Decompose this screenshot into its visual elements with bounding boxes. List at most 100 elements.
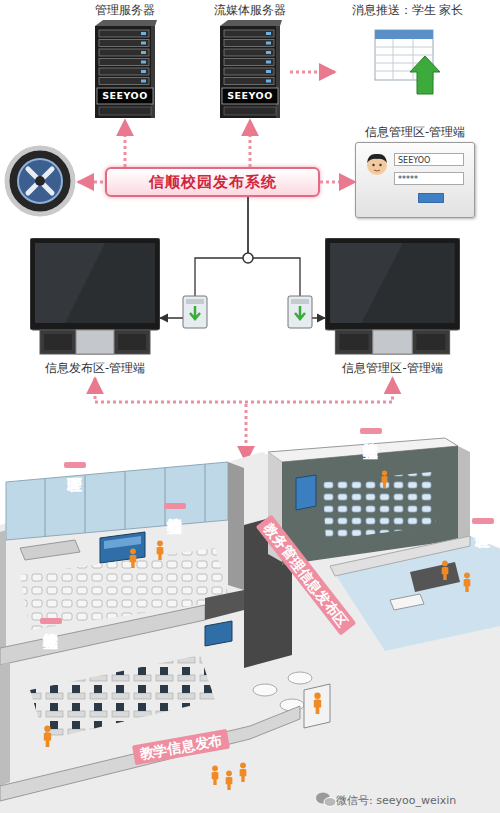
- dotted-arrow: [245, 404, 248, 462]
- floor-plan: [464, 572, 471, 592]
- area-tag: 教室终端: [360, 428, 382, 434]
- display-monitor: [335, 330, 449, 354]
- dotted-arrow: [78, 181, 103, 184]
- server-illustration: [266, 80, 271, 83]
- floor-plan: [212, 765, 219, 785]
- settings-gear: [7, 148, 73, 214]
- server-illustration: [141, 51, 146, 54]
- settings-gear: [35, 176, 45, 186]
- user-avatar: [372, 164, 374, 166]
- floor-plan: [205, 621, 232, 646]
- system-title: 信顺校园发布系统: [107, 169, 318, 195]
- server-illustration: [141, 70, 146, 73]
- junction-dot: [243, 253, 253, 263]
- storage-disk: [190, 306, 200, 319]
- login-button: [418, 193, 444, 203]
- user-avatar: [364, 151, 390, 177]
- server-illustration: [210, 20, 290, 120]
- server-illustration: [99, 30, 149, 37]
- display-monitor: [35, 243, 105, 323]
- floor-plan: [410, 562, 460, 592]
- floor-plan: [100, 532, 145, 563]
- storage-disk: [288, 296, 312, 328]
- floor-plan: [6, 462, 228, 540]
- floor-plan: [322, 472, 436, 540]
- server-node: 管理服务器SEEYOO: [85, 2, 165, 120]
- storage-disk: [288, 296, 312, 328]
- server-illustration: [224, 107, 276, 115]
- dotted-connector: [249, 120, 252, 167]
- server-label: 流媒体服务器: [198, 2, 302, 18]
- server-node: 流媒体服务器SEEYOO: [210, 2, 290, 120]
- server-illustration: [141, 42, 146, 45]
- server-illustration: [99, 78, 149, 85]
- floor-plan: [0, 605, 205, 665]
- area-tag-text: 教学信息发布: [138, 732, 224, 762]
- floor-plan: [390, 594, 424, 610]
- display-monitor: [325, 238, 460, 358]
- display-monitor: [40, 330, 150, 354]
- area-tag: 管理区: [64, 462, 86, 468]
- user-avatar: [379, 164, 381, 166]
- wechat-icon: [324, 798, 336, 807]
- storage-disk: [186, 299, 204, 304]
- monitor-label: 信息发布区-管理端: [18, 360, 172, 376]
- server-illustration: [222, 88, 278, 104]
- storage-disk: [295, 306, 305, 319]
- spreadsheet-icon: [373, 26, 443, 96]
- floor-plan: [30, 655, 215, 740]
- floor-plan: [442, 560, 449, 580]
- server-illustration: [220, 20, 282, 26]
- floor-plan: [458, 446, 470, 546]
- server-label: 管理服务器: [73, 2, 177, 18]
- display-monitor: [44, 334, 72, 350]
- brand-plate: SEEYOO: [222, 88, 278, 104]
- floor-plan: [205, 590, 244, 620]
- spreadsheet-icon: [410, 56, 440, 94]
- floor-plan: [20, 540, 80, 560]
- floor-plan: [0, 438, 500, 813]
- brand-plate: SEEYOO: [97, 88, 153, 104]
- floor-plan: [226, 770, 233, 790]
- floor-plan: [0, 662, 10, 786]
- floor-plan: [0, 530, 6, 652]
- floor-plan: [296, 475, 316, 510]
- area-tag: 管理区: [472, 518, 494, 524]
- area-tag: 教学信息发布: [132, 729, 230, 765]
- server-illustration: [224, 40, 274, 47]
- floor-plan: [157, 540, 164, 560]
- floor-plan: [304, 684, 330, 728]
- floor-plan: [44, 725, 51, 747]
- server-illustration: [224, 59, 274, 66]
- floor-plan: [130, 548, 137, 568]
- spreadsheet-icon: [375, 30, 433, 39]
- server-illustration: [141, 80, 146, 83]
- server-illustration: [224, 78, 274, 85]
- display-monitor: [330, 243, 403, 323]
- server-illustration: [97, 88, 153, 104]
- display-monitor: [325, 238, 460, 330]
- server-illustration: [99, 107, 151, 115]
- login-label: 信息管理区-管理端: [343, 124, 487, 140]
- display-monitor: [30, 238, 160, 330]
- server-illustration: [99, 40, 149, 47]
- storage-disk: [291, 299, 309, 304]
- floor-plan: [240, 762, 247, 782]
- display-monitor: [416, 334, 445, 350]
- floor-plan: [330, 536, 500, 651]
- floor-plan: [104, 536, 141, 549]
- floor-plan: [382, 470, 388, 488]
- server-illustration: [95, 20, 157, 26]
- login-window: SEEYOO*****: [355, 142, 475, 218]
- dotted-connector: [124, 120, 127, 167]
- display-monitor: [76, 330, 114, 354]
- floor-plan: [288, 672, 312, 684]
- server-illustration: [224, 30, 274, 37]
- server-illustration: [85, 20, 165, 120]
- username-field: SEEYOO: [394, 153, 464, 166]
- login-button: [418, 193, 444, 203]
- settings-gear: [18, 159, 62, 203]
- server-illustration: [224, 68, 274, 75]
